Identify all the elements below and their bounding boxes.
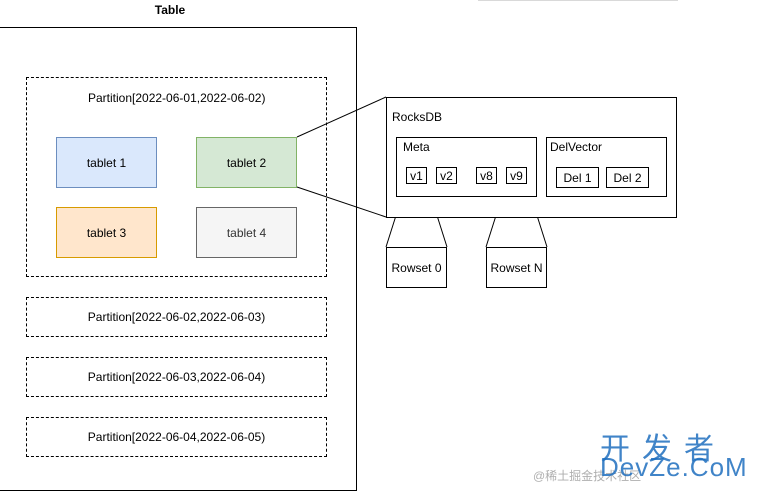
- del-2: Del 2: [606, 167, 649, 188]
- partition-2022-06-04: Partition[2022-06-04,2022-06-05): [26, 417, 327, 457]
- watermark-text: @稀土掘金技术社区: [533, 469, 642, 483]
- partition-2022-06-02: Partition[2022-06-02,2022-06-03): [26, 297, 327, 337]
- watermark-logo: 开发者: [600, 433, 726, 466]
- version-v1: v1: [406, 167, 427, 184]
- tablet-2: tablet 2: [196, 137, 297, 188]
- del-1: Del 1: [556, 167, 599, 188]
- partition-2022-06-03: Partition[2022-06-03,2022-06-04): [26, 357, 327, 397]
- top-edge-line: [478, 0, 678, 1]
- delvector-label: DelVector: [550, 140, 603, 154]
- rowset-0: Rowset 0: [386, 247, 447, 288]
- rowset-n: Rowset N: [486, 247, 547, 288]
- tablet-1: tablet 1: [56, 137, 157, 188]
- watermark-logo-domain: DevZe.CoM: [600, 452, 748, 482]
- tablet-4: tablet 4: [196, 207, 297, 258]
- version-v9: v9: [506, 167, 527, 184]
- rocksdb-label: RocksDB: [392, 110, 443, 124]
- meta-label: Meta: [403, 140, 430, 154]
- table-title: Table: [154, 3, 186, 17]
- tablet-3: tablet 3: [56, 207, 157, 258]
- version-v2: v2: [436, 167, 457, 184]
- version-v8: v8: [476, 167, 497, 184]
- partition-label: Partition[2022-06-01,2022-06-02): [88, 91, 266, 105]
- partition-2022-06-01: [26, 77, 327, 277]
